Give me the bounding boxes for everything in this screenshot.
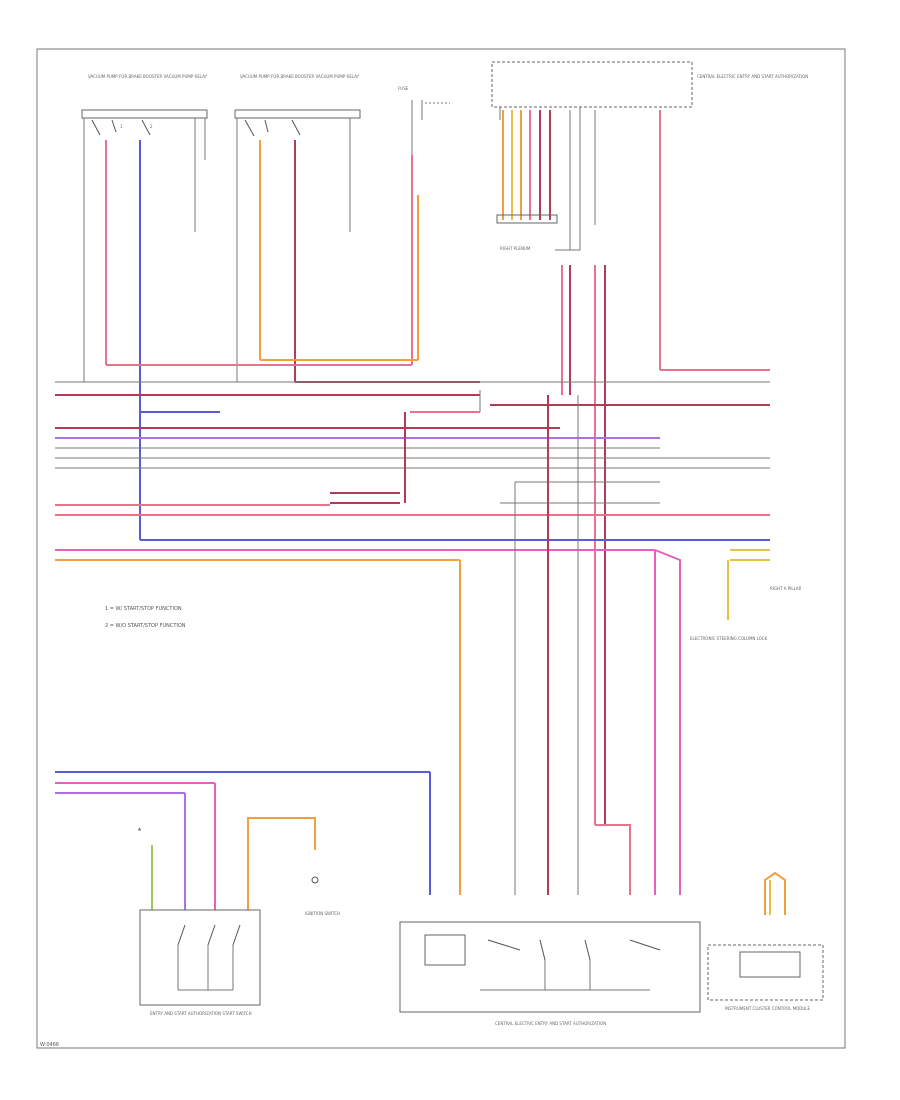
steering-column-lock: ELECTRONIC STEERING COLUMN LOCK RIGHT A … (690, 586, 802, 641)
fuse-block: FUSE (398, 86, 450, 155)
lower-drop-wires (459, 395, 729, 895)
note-1: 1 = W/ START/STOP FUNCTION (105, 606, 182, 612)
vacuum-pump-relay-2-label: VACUUM PUMP FOR BRAKE BOOSTER VACUUM PUM… (240, 74, 360, 79)
diagram-code: W:0466 (40, 1042, 59, 1048)
central-electric-outline (491, 61, 693, 108)
fuse-label: FUSE (398, 86, 409, 91)
right-plenum-label: RIGHT PLENUM (500, 246, 531, 251)
central-electric-label: CENTRAL ELECTRIC ENTRY AND START AUTHORI… (697, 74, 808, 79)
vacuum-pump-relay-1: VACUUM PUMP FOR BRAKE BOOSTER VACUUM PUM… (81, 74, 208, 136)
entry-start-module: CENTRAL ELECTRIC ENTRY AND START AUTHORI… (399, 921, 701, 1026)
start-switch-label: ENTRY AND START AUTHORIZATION START SWIT… (150, 1011, 252, 1016)
central-module-label: CENTRAL ELECTRIC ENTRY AND START AUTHORI… (495, 1021, 606, 1026)
start-switch-section: ▲ ENTRY AND START AUTHORIZATION START SW… (55, 771, 431, 1016)
right-a-pillar-label: RIGHT A PILLAR (770, 586, 802, 591)
relay-2-body (234, 109, 361, 119)
start-switch-body (139, 909, 261, 1006)
steering-lock-label: ELECTRONIC STEERING COLUMN LOCK (690, 636, 768, 641)
legend-notes: 1 = W/ START/STOP FUNCTION 2 = W/O START… (105, 606, 186, 629)
ignition-switch-label: IGNITION SWITCH (305, 911, 340, 916)
entry-start-module-body (399, 921, 701, 1013)
svg-text:1: 1 (120, 124, 123, 129)
plenum-wires (496, 110, 661, 370)
bus-wires (55, 369, 770, 561)
vacuum-pump-relay-1-label: VACUUM PUMP FOR BRAKE BOOSTER VACUUM PUM… (88, 74, 208, 79)
relay-1-body (81, 109, 208, 119)
diagram-frame (36, 48, 846, 1049)
instrument-cluster: INSTRUMENT CLUSTER CONTROL MODULE (707, 871, 824, 1011)
svg-text:2: 2 (150, 124, 153, 129)
vacuum-pump-relay-2: VACUUM PUMP FOR BRAKE BOOSTER VACUUM PUM… (234, 74, 361, 137)
svg-text:▲: ▲ (138, 826, 142, 831)
note-2: 2 = W/O START/STOP FUNCTION (105, 623, 186, 629)
instrument-cluster-label: INSTRUMENT CLUSTER CONTROL MODULE (725, 1006, 810, 1011)
